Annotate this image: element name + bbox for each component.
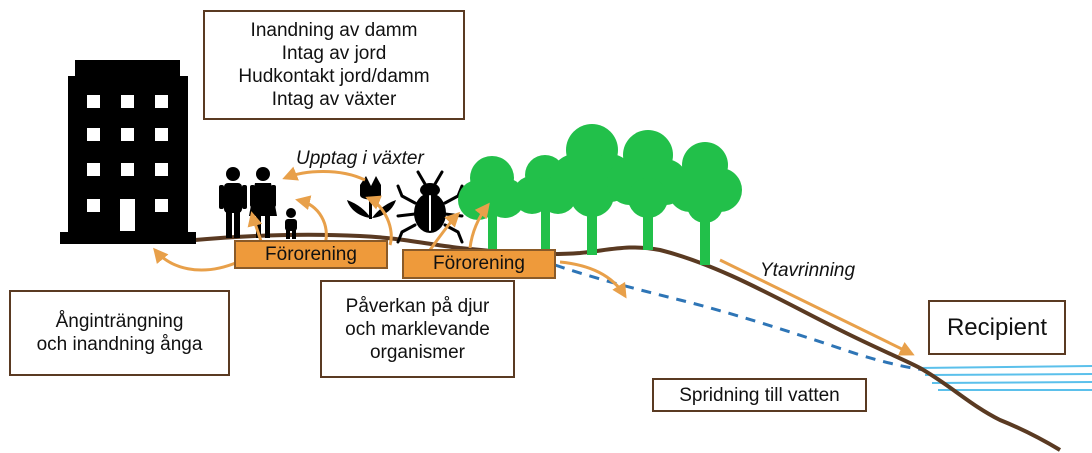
groundwater-line xyxy=(554,263,926,372)
beetle-icon xyxy=(396,170,464,244)
exposure-line-1: Inandning av damm xyxy=(250,20,418,41)
vapor-line-2: och inandning ånga xyxy=(36,334,203,355)
beetle-arrow xyxy=(428,211,461,251)
vapor-arrow xyxy=(153,247,239,272)
fauna-impact-box: Påverkan på djur och marklevande organis… xyxy=(320,280,515,378)
uptake-arrow xyxy=(295,195,328,246)
soil-to-tree-arrow xyxy=(468,202,490,249)
source-label-2: Förorening xyxy=(433,253,525,274)
ground-surface xyxy=(194,232,1062,452)
contamination-source-1: Förorening xyxy=(234,240,388,269)
soil-to-plant-arrow xyxy=(365,195,393,246)
plant-uptake-label: Upptag i växter xyxy=(296,148,424,169)
vapor-line-1: Ånginträngning xyxy=(55,311,184,332)
leaching-arrow xyxy=(559,260,627,299)
recipient-water xyxy=(917,365,1092,391)
water-spread-label: Spridning till vatten xyxy=(679,384,840,406)
exposure-line-2: Intag av jord xyxy=(281,43,387,64)
fauna-line-3: organismer xyxy=(369,341,466,363)
water-spread-box: Spridning till vatten xyxy=(652,378,867,412)
fauna-line-2: och marklevande xyxy=(345,318,490,340)
runoff-arrow xyxy=(719,258,915,356)
recipient-label: Recipient xyxy=(946,314,1048,341)
tree-icon xyxy=(458,124,742,265)
exposure-box: Inandning av damm Intag av jord Hudkonta… xyxy=(203,10,465,120)
source-label-1: Förorening xyxy=(265,243,357,265)
exposure-line-3: Hudkontakt jord/damm xyxy=(238,66,430,87)
fauna-line-1: Påverkan på djur xyxy=(345,295,490,317)
plant-to-people-arrow xyxy=(282,166,366,182)
recipient-box: Recipient xyxy=(928,300,1066,355)
contamination-source-2: Förorening xyxy=(402,249,556,279)
runoff-label: Ytavrinning xyxy=(760,260,856,281)
plant-icon xyxy=(347,176,396,219)
vapor-intrusion-box: Ånginträngning och inandning ånga xyxy=(9,290,230,376)
exposure-line-4: Intag av växter xyxy=(271,89,397,110)
building-icon xyxy=(60,60,196,244)
